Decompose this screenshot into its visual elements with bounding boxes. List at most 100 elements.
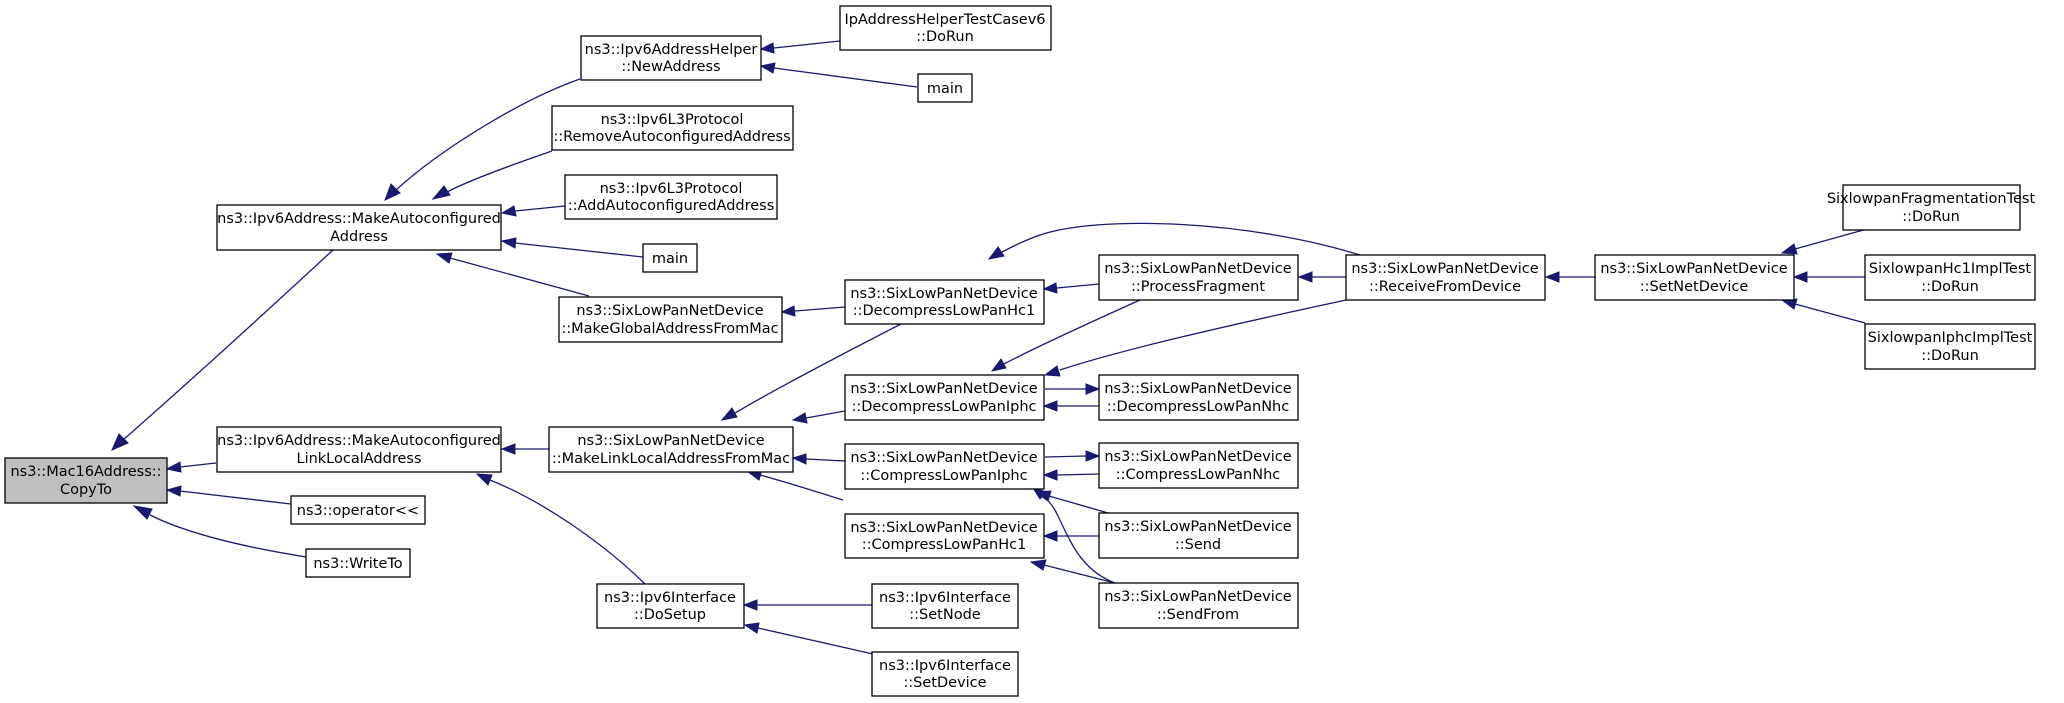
node-ipv6addresshelper-newaddress[interactable]: ns3::Ipv6AddressHelper ::NewAddress [580,35,762,81]
node-label-line: ns3::SixLowPanNetDevice [1104,449,1291,465]
node-sixlowpannetdevice-setnetdevice[interactable]: ns3::SixLowPanNetDevice ::SetNetDevice [1594,254,1795,301]
node-label-line: ns3::Ipv6Interface [604,590,736,606]
node-label-line: ::CompressLowPanHc1 [862,537,1027,553]
node-label-line: LinkLocalAddress [296,451,421,467]
node-label-line: main [652,251,688,267]
node-label-line: ns3::operator<< [297,503,419,519]
edge-writeto-to-root [132,505,307,558]
node-mac16address-copyto[interactable]: ns3::Mac16Address:: CopyTo [4,457,168,504]
node-label-line: ::Send [1175,537,1221,553]
node-make-autoconfigured-linklocal-address[interactable]: ns3::Ipv6Address::MakeAutoconfigured Lin… [216,426,502,473]
edge-procfrag-to-decomphc1 [1042,282,1100,294]
edge-decomphc1-to-makelinkmac [720,322,904,421]
node-label-line: ns3::SixLowPanNetDevice [577,433,764,449]
edge-decompnhc-to-decompiphc [1042,400,1099,412]
node-sixlowpannetdevice-decompresslowpannhc[interactable]: ns3::SixLowPanNetDevice ::DecompressLowP… [1098,374,1299,421]
node-label-line: ns3::SixLowPanNetDevice [576,303,763,319]
node-sixlowpannetdevice-compresslowpanhc1[interactable]: ns3::SixLowPanNetDevice ::CompressLowPan… [844,513,1045,559]
edge-compiphc-to-compnhc [1044,450,1101,462]
node-sixlowpannetdevice-compresslowpaniphc[interactable]: ns3::SixLowPanNetDevice ::CompressLowPan… [844,443,1045,490]
node-sixlowpanhc1impltest-dorun[interactable]: SixlowpanHc1ImplTest ::DoRun [1864,254,2036,301]
node-label-line: ::RemoveAutoconfiguredAddress [553,129,790,145]
node-ipv6interface-dosetup[interactable]: ns3::Ipv6Interface ::DoSetup [596,583,745,629]
edge-main1-to-makeauto [500,237,644,258]
edge-compnhc-to-compiphc [1042,469,1100,481]
node-label-line: ::CompressLowPanIphc [860,468,1027,484]
edge-fragtest-to-setnetdev [1780,228,1868,255]
node-operator-shift[interactable]: ns3::operator<< [290,495,426,525]
edge-recvfrom-to-procfrag [1297,271,1346,283]
node-ipv6l3protocol-addautoconfiguredaddress[interactable]: ns3::Ipv6L3Protocol ::AddAutoconfiguredA… [564,174,778,220]
node-ipv6l3protocol-removeautoconfiguredaddress[interactable]: ns3::Ipv6L3Protocol ::RemoveAutoconfigur… [551,105,794,151]
node-label-line: main [927,81,963,97]
node-label-line: ns3::SixLowPanNetDevice [1104,261,1291,277]
node-label-line: ::DecompressLowPanHc1 [853,303,1036,319]
node-label-line: SixlowpanHc1ImplTest [1869,261,2031,277]
edge-newaddress-to-makeauto [384,78,581,201]
node-label-line: ::DoRun [916,29,974,45]
edge-decomphc1-to-makeglobal [780,305,846,317]
node-label-line: SixlowpanIphcImplTest [1868,330,2033,346]
edge-dosetup-to-makelinklocal [475,473,646,585]
node-sixlowpanfragmentationtest-dorun[interactable]: SixlowpanFragmentationTest ::DoRun [1827,184,2036,231]
edge-recvfrom-to-decomphc1 [987,222,1364,260]
node-sixlowpannetdevice-makelinklocaladdressfrommac[interactable]: ns3::SixLowPanNetDevice ::MakeLinkLocalA… [548,426,794,473]
node-label-line: ::SetNode [909,607,981,623]
node-writeto[interactable]: ns3::WriteTo [305,548,411,578]
call-graph-nodes: ns3::Mac16Address:: CopyTo ns3::Ipv6Addr… [4,5,2036,697]
node-sixlowpaniphcimpltest-dorun[interactable]: SixlowpanIphcImplTest ::DoRun [1864,323,2036,370]
node-label-line: ::SetNetDevice [1640,279,1749,295]
node-sixlowpannetdevice-receivefromdevice[interactable]: ns3::SixLowPanNetDevice ::ReceiveFromDev… [1345,254,1546,301]
node-label-line: ns3::Ipv6Address::MakeAutoconfigured [217,211,501,227]
node-sixlowpannetdevice-compresslowpannhc[interactable]: ns3::SixLowPanNetDevice ::CompressLowPan… [1098,442,1299,489]
node-label-line: ::SetDevice [903,675,986,691]
node-label-line: ns3::Ipv6Interface [879,590,1011,606]
node-main-2[interactable]: main [917,73,973,103]
node-label-line: ::MakeGlobalAddressFromMac [561,321,778,337]
node-label-line: IpAddressHelperTestCasev6 [844,12,1045,28]
call-edges [111,40,1868,655]
edge-makeauto-to-root [111,249,334,451]
node-ipaddresshelpertestcasev6-dorun[interactable]: IpAddressHelperTestCasev6 ::DoRun [839,5,1052,51]
edge-send-to-comphc1 [1042,530,1099,542]
node-label-line: ns3::SixLowPanNetDevice [1104,381,1291,397]
edge-decompiphc-to-decompnhc [1045,383,1101,395]
node-main-1[interactable]: main [642,243,698,273]
node-make-autoconfigured-address[interactable]: ns3::Ipv6Address::MakeAutoconfigured Add… [216,204,502,251]
edge-makelinkmac-to-makelinklocal [500,443,549,455]
node-label-line: ::CompressLowPanNhc [1116,467,1281,483]
node-sixlowpannetdevice-decompresslowpaniphc[interactable]: ns3::SixLowPanNetDevice ::DecompressLowP… [844,374,1045,421]
node-label-line: ::DoRun [1902,209,1960,225]
edge-setdevice-to-dosetup [743,622,874,655]
node-label-line: ::ReceiveFromDevice [1369,279,1521,295]
node-sixlowpannetdevice-makeglobaladdressfrommac[interactable]: ns3::SixLowPanNetDevice ::MakeGlobalAddr… [558,296,783,343]
edge-removeauto-to-makeauto [431,150,553,200]
node-label-line: CopyTo [60,482,112,498]
node-label-line: Address [330,229,388,245]
node-sixlowpannetdevice-sendfrom[interactable]: ns3::SixLowPanNetDevice ::SendFrom [1098,582,1299,629]
node-label-line: ns3::Ipv6L3Protocol [601,112,744,128]
node-sixlowpannetdevice-send[interactable]: ns3::SixLowPanNetDevice ::Send [1098,512,1299,559]
edge-decompiphc-to-makelinkmac [791,410,846,424]
node-label-line: ::MakeLinkLocalAddressFromMac [552,451,790,467]
edge-sendfrom-to-comphc1 [1029,559,1116,584]
edge-setnode-to-dosetup [742,599,873,611]
node-label-line: ns3::SixLowPanNetDevice [1104,589,1291,605]
node-label-line: ns3::WriteTo [313,556,402,572]
node-label-line: ::DecompressLowPanIphc [851,399,1036,415]
node-label-line: ns3::Ipv6AddressHelper [585,42,758,58]
node-label-line: ns3::Ipv6L3Protocol [600,181,743,197]
node-label-line: ns3::Mac16Address:: [10,464,161,480]
node-label-line: ns3::SixLowPanNetDevice [1600,261,1787,277]
node-label-line: ns3::Ipv6Address::MakeAutoconfigured [217,433,501,449]
node-label-line: ::NewAddress [621,59,720,75]
node-sixlowpannetdevice-processfragment[interactable]: ns3::SixLowPanNetDevice ::ProcessFragmen… [1098,254,1299,301]
node-label-line: ns3::SixLowPanNetDevice [850,286,1037,302]
node-label-line: ns3::SixLowPanNetDevice [850,520,1037,536]
edge-recvfrom-to-decompiphc [1043,299,1347,377]
edge-operator-to-root [165,485,292,505]
node-sixlowpannetdevice-decompresslowpanhc1[interactable]: ns3::SixLowPanNetDevice ::DecompressLowP… [844,279,1045,325]
node-ipv6interface-setnode[interactable]: ns3::Ipv6Interface ::SetNode [871,583,1019,629]
node-ipv6interface-setdevice[interactable]: ns3::Ipv6Interface ::SetDevice [871,651,1019,697]
node-label-line: ::DoRun [1921,348,1979,364]
